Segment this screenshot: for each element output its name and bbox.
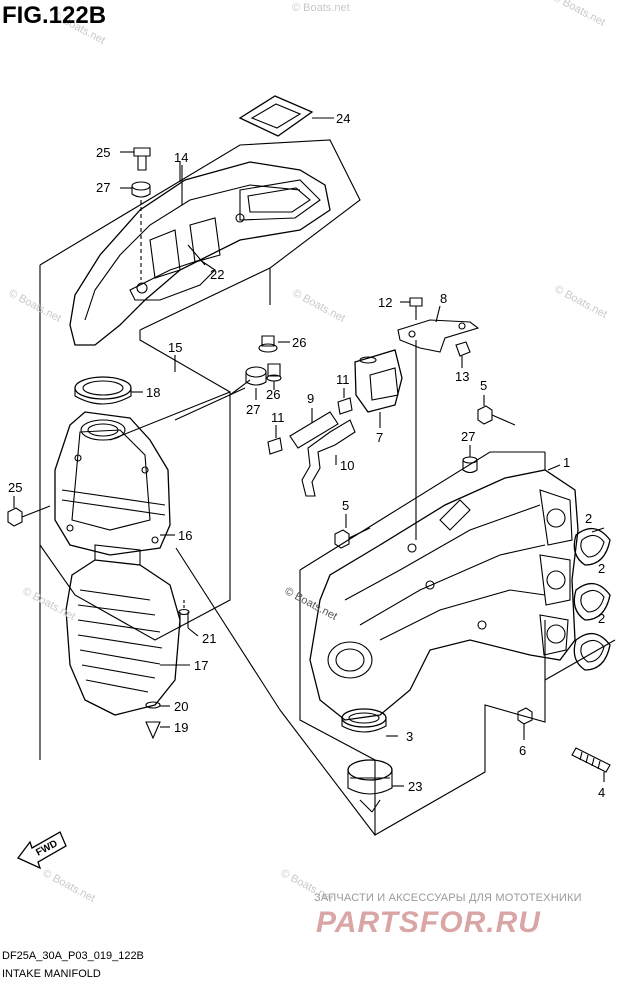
- callout-5-right: 5: [480, 378, 487, 393]
- grommet-27-mid: [245, 366, 267, 400]
- callout-24: 24: [336, 111, 350, 126]
- callout-8: 8: [440, 291, 447, 306]
- leader-22: [187, 244, 206, 266]
- duct-frame: [39, 139, 361, 760]
- gasket-24: [238, 95, 334, 137]
- watermark-1: © Boats.net: [292, 2, 350, 14]
- callout-19: 19: [174, 720, 188, 735]
- callout-20: 20: [174, 699, 188, 714]
- grommet-27-right: [462, 445, 478, 474]
- nut-6: [517, 707, 533, 740]
- callout-27-right: 27: [461, 429, 475, 444]
- figure-caption: INTAKE MANIFOLD: [2, 968, 101, 980]
- promo-brand: PARTSFOR.RU: [316, 906, 541, 939]
- callout-labels: 24 25 14 27 22 26 15 18 26 27 25 16 21 1…: [8, 111, 605, 800]
- stud-4: [571, 747, 611, 782]
- drain-19: [145, 721, 170, 740]
- bolt-5-right: [477, 395, 516, 426]
- callout-16: 16: [178, 528, 192, 543]
- gasket-2b: [573, 583, 611, 621]
- callout-10: 10: [340, 458, 354, 473]
- callout-27-top: 27: [96, 180, 110, 195]
- callout-11-lower: 11: [271, 410, 285, 425]
- callout-6: 6: [519, 743, 526, 758]
- intake-manifold-1: [309, 464, 579, 721]
- seal-18: [74, 376, 143, 405]
- airbox-16: [54, 411, 175, 556]
- clamp-11-upper: [337, 388, 353, 415]
- callout-21: 21: [202, 631, 216, 646]
- bolt-12: [400, 297, 423, 320]
- hose-9: [289, 408, 339, 449]
- connector-line-b: [175, 547, 281, 711]
- callout-13: 13: [455, 369, 469, 384]
- seal-23: [347, 759, 404, 813]
- bolt-5-center: [334, 514, 371, 549]
- callout-11-upper: 11: [336, 372, 350, 387]
- cover-17: [65, 544, 190, 716]
- model-code: DF25A_30A_P03_019_122B: [2, 950, 144, 962]
- fwd-arrow: [16, 831, 67, 870]
- grommet-26-lower: [266, 363, 282, 390]
- callout-27-mid: 27: [246, 402, 260, 417]
- callout-26-lower: 26: [266, 387, 280, 402]
- connector-line-c: [279, 709, 376, 836]
- air-duct-14: [69, 161, 331, 346]
- callout-17: 17: [194, 658, 208, 673]
- clamp-11-lower: [267, 425, 283, 455]
- promo-tagline: ЗАПЧАСТИ И АКСЕССУАРЫ ДЛЯ МОТОТЕХНИКИ: [314, 892, 582, 904]
- callout-4: 4: [598, 785, 605, 800]
- callout-3: 3: [406, 729, 413, 744]
- callout-2c: 2: [598, 611, 605, 626]
- callout-22: 22: [210, 267, 224, 282]
- callout-5-center: 5: [342, 498, 349, 513]
- callout-2a: 2: [585, 511, 592, 526]
- callout-2b: 2: [598, 561, 605, 576]
- gasket-2a: [573, 527, 611, 566]
- callout-25-left: 25: [8, 480, 22, 495]
- grommet-27-top: [120, 181, 151, 280]
- grommet-26-upper: [258, 335, 290, 353]
- callout-9: 9: [307, 391, 314, 406]
- callout-25-top: 25: [96, 145, 110, 160]
- bolt-25-left: [7, 496, 51, 527]
- callout-7: 7: [376, 430, 383, 445]
- callout-12: 12: [378, 295, 392, 310]
- nut-13: [455, 341, 471, 368]
- figure-title: FIG.122B: [2, 2, 107, 29]
- callout-1: 1: [563, 455, 570, 470]
- screw-21: [178, 600, 199, 637]
- connector-line-d: [174, 387, 246, 421]
- hose-10: [301, 419, 356, 497]
- seal-3: [341, 708, 398, 737]
- valve-7: [354, 349, 403, 428]
- callout-15: 15: [168, 340, 182, 355]
- gasket-2c: [573, 633, 611, 671]
- callout-23: 23: [408, 779, 422, 794]
- bracket-8: [397, 305, 480, 353]
- callout-14: 14: [174, 150, 188, 165]
- grommet-20: [145, 701, 170, 709]
- fwd-label: FWD: [34, 838, 59, 858]
- airbox-frame: [39, 330, 231, 641]
- callout-18: 18: [146, 385, 160, 400]
- bolt-25-top: [120, 147, 151, 171]
- callout-26-upper: 26: [292, 335, 306, 350]
